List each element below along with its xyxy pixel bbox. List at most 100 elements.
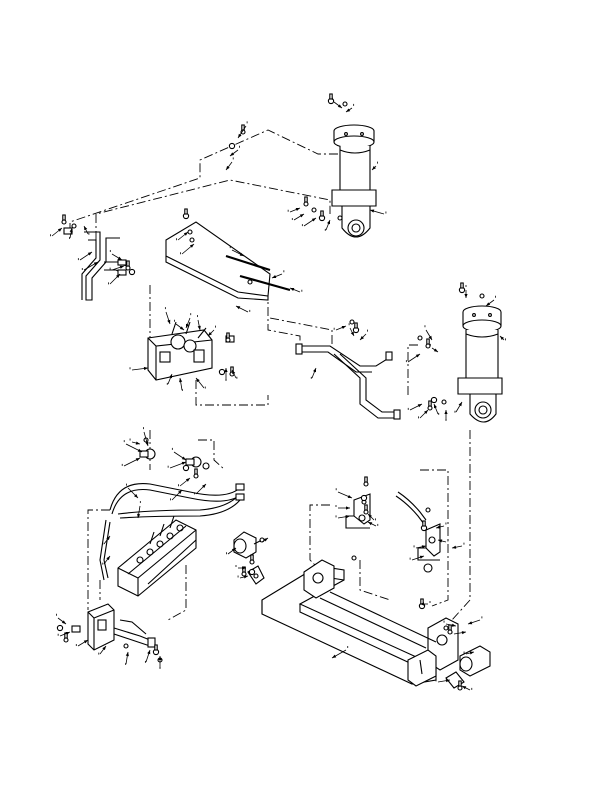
- leader-arrow: [180, 243, 195, 255]
- fastener: [225, 332, 231, 343]
- leader-arrow: [335, 488, 353, 499]
- leader-arrow: [367, 521, 379, 527]
- fastener: [417, 335, 423, 341]
- leader-arrow: [348, 323, 355, 337]
- leader-arrow: [359, 329, 368, 341]
- leader-arrow: [331, 97, 343, 109]
- fastener: [327, 93, 335, 105]
- leader-arrow: [185, 313, 192, 329]
- leader-arrow: [109, 265, 125, 271]
- leader-arrow: [367, 513, 376, 521]
- fastener: [61, 214, 67, 225]
- leader-arrow: [424, 325, 433, 341]
- leader-arrow: [57, 631, 71, 637]
- fastener: [249, 554, 255, 565]
- fastener: [125, 260, 131, 271]
- leader-arrow: [464, 285, 468, 298]
- leader-arrow: [137, 501, 141, 519]
- fastener: [430, 396, 438, 404]
- lower-left-valve-assembly: [71, 603, 156, 651]
- pivot-pin-and-washer: [233, 531, 265, 585]
- leader-arrow: [231, 369, 238, 379]
- fastener: [182, 464, 190, 472]
- leader-arrow: [435, 522, 447, 529]
- fastener: [182, 208, 190, 220]
- leader-arrow: [451, 631, 467, 635]
- leader-arrow: [121, 457, 141, 467]
- leader-arrow: [310, 367, 317, 379]
- leader-arrow: [125, 651, 129, 665]
- hose-assemblies: [99, 482, 245, 581]
- callout-leader-lines: [50, 97, 506, 691]
- fastener: [318, 210, 326, 222]
- leader-arrow: [75, 639, 89, 647]
- leader-arrow: [454, 401, 463, 413]
- leader-arrow: [56, 613, 67, 625]
- leader-arrow: [407, 403, 423, 411]
- leader-arrow: [126, 483, 139, 499]
- leader-arrow: [77, 251, 93, 261]
- fastener: [458, 282, 466, 294]
- leader-arrow: [461, 685, 473, 691]
- leader-arrow: [225, 157, 234, 171]
- leader-arrow: [229, 145, 241, 157]
- leader-arrow: [173, 319, 185, 331]
- fastener: [56, 624, 64, 632]
- fastener: [351, 555, 357, 561]
- leader-arrow: [451, 542, 465, 549]
- fastener: [360, 494, 368, 502]
- leader-arrow: [224, 368, 228, 381]
- leader-arrow: [170, 489, 183, 501]
- phantom-routing-lines: [69, 129, 471, 621]
- leader-arrow: [435, 679, 451, 683]
- swivel-fittings: [139, 448, 210, 470]
- fastener: [71, 223, 77, 229]
- fastener: [479, 293, 485, 299]
- leader-arrow: [444, 410, 448, 421]
- leader-arrow: [335, 505, 350, 510]
- leader-arrow: [259, 537, 269, 543]
- leader-arrow: [158, 656, 162, 669]
- leader-arrow: [271, 270, 285, 279]
- fastener: [363, 504, 369, 515]
- leader-arrow: [235, 305, 251, 313]
- leader-arrow: [143, 427, 149, 447]
- fastener: [152, 644, 160, 656]
- leader-arrow: [229, 246, 245, 257]
- fastener: [193, 468, 199, 479]
- control-valve-block: [147, 321, 235, 381]
- fastener: [457, 680, 463, 691]
- fastener: [425, 338, 431, 349]
- leader-arrow: [237, 575, 249, 579]
- leader-arrow: [109, 249, 123, 261]
- leader-arrow: [129, 366, 149, 371]
- leader-arrow: [369, 209, 387, 215]
- leader-arrow: [225, 547, 237, 555]
- fastener: [349, 319, 355, 325]
- leader-arrow: [178, 477, 191, 487]
- leader-arrow: [207, 325, 216, 337]
- fastener: [228, 142, 236, 150]
- leader-arrow: [129, 438, 141, 445]
- fastener: [337, 215, 343, 221]
- leader-arrow: [345, 103, 355, 113]
- leader-arrow: [331, 646, 349, 659]
- fastener: [425, 507, 431, 513]
- directional-valve-stack: [117, 515, 197, 597]
- leader-arrow: [81, 261, 99, 271]
- leader-arrow: [371, 161, 378, 171]
- leader-arrow: [195, 377, 206, 389]
- leader-arrow: [98, 645, 107, 655]
- leader-arrow: [176, 231, 189, 241]
- leader-arrow: [443, 620, 457, 627]
- middle-tube-assembly: [295, 343, 401, 420]
- fastener: [311, 207, 317, 213]
- leader-arrow: [433, 403, 440, 415]
- leader-arrow: [144, 649, 151, 663]
- fastener: [447, 624, 453, 635]
- fastener: [248, 568, 256, 576]
- fasteners: [56, 93, 485, 691]
- leader-arrow: [171, 447, 187, 461]
- fastener: [229, 366, 235, 377]
